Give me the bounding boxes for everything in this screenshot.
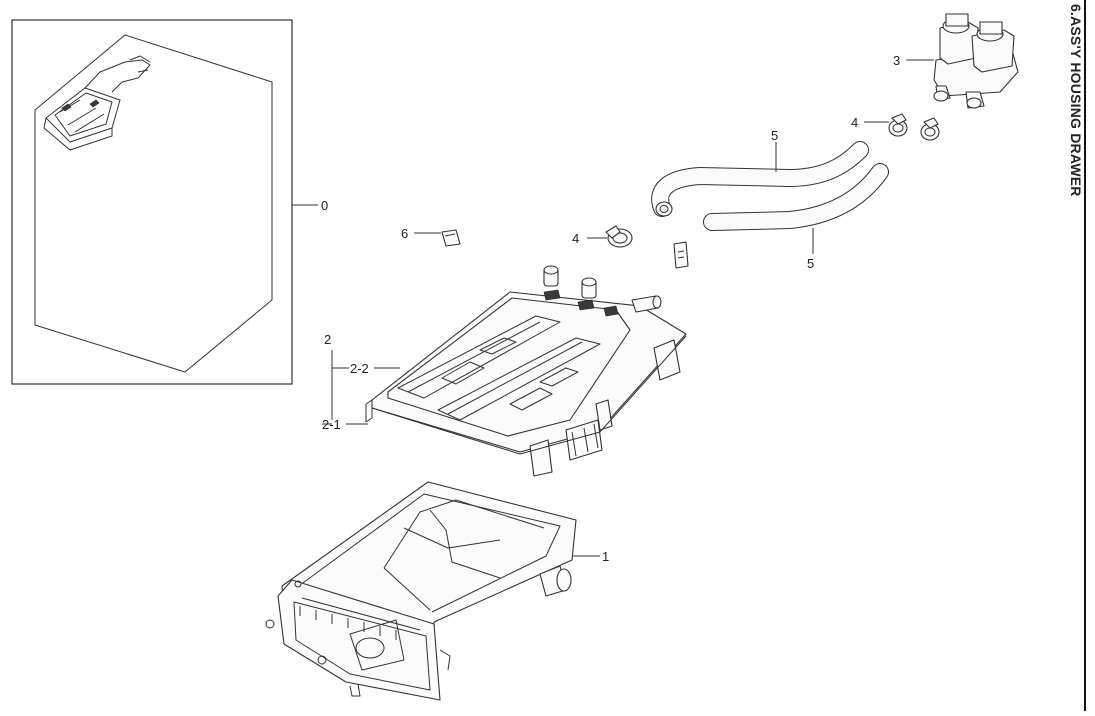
callout-5-lower: 5 [807,256,814,271]
callout-3: 3 [893,53,900,68]
drawer-housing-cover [365,265,687,477]
clip-part [441,229,461,247]
callout-4-lower: 4 [572,231,579,246]
section-title: 6.ASS'Y HOUSING DRAWER [1068,4,1084,197]
callout-4-upper: 4 [851,115,858,130]
page-edge-rule [1084,0,1086,711]
hose-upper [651,141,869,217]
callout-6: 6 [401,226,408,241]
callout-2-1: 2-1 [322,417,341,432]
hose-connector-clip [673,241,689,269]
callout-0: 0 [321,198,328,213]
callout-1: 1 [602,549,609,564]
drawer-housing [265,481,577,701]
hose-lower [703,163,889,231]
water-valve [933,13,1019,109]
callout-2: 2 [324,332,331,347]
callout-5-upper: 5 [771,128,778,143]
callout-2-2: 2-2 [350,361,369,376]
hose-clamp-lower [605,225,633,248]
cabinet-overview-inset [11,19,293,385]
hose-clamp-upper [888,113,940,141]
